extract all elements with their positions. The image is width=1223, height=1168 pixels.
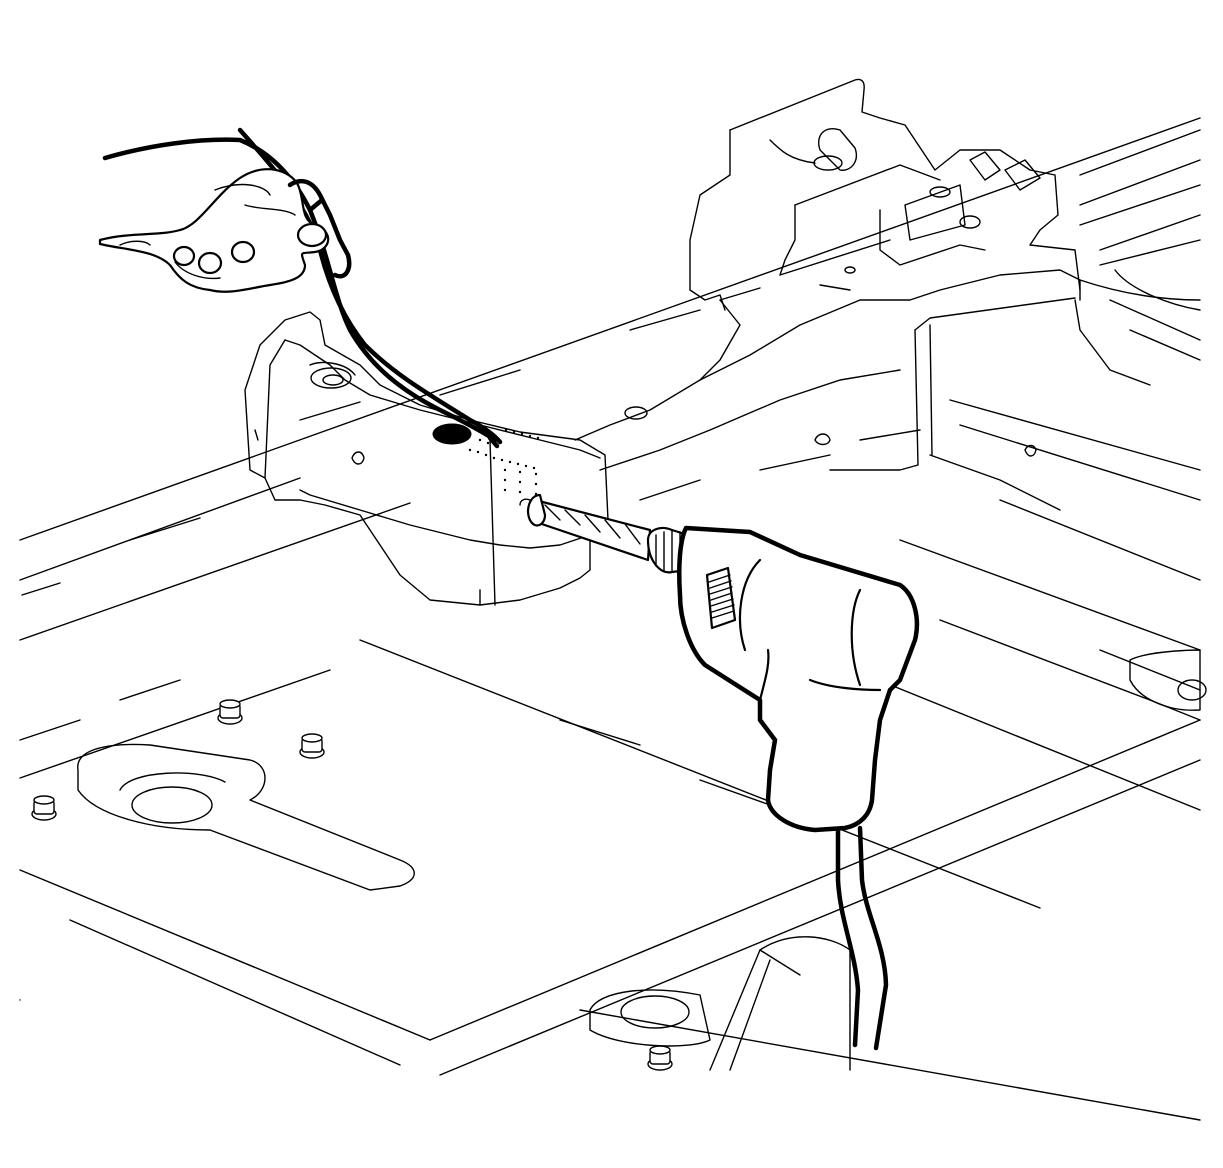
vehicle-frame-icon <box>244 311 609 606</box>
wire-harness-icon <box>102 127 503 449</box>
vehicle-frame-icon <box>574 78 1201 511</box>
bolt-icon <box>217 699 243 725</box>
bolt-icon <box>647 1045 673 1071</box>
frame-hole <box>432 423 472 445</box>
vehicle-floor-pan <box>19 117 1207 1121</box>
drill-location-marks <box>468 428 540 496</box>
bolt-icon <box>31 795 57 821</box>
power-cord-icon <box>835 825 889 1051</box>
drill-icon <box>646 525 920 1051</box>
drill-bit-icon <box>519 493 652 562</box>
drill-vent-grille <box>705 566 737 630</box>
bolt-icon <box>299 733 325 759</box>
hand-icon <box>98 168 352 293</box>
